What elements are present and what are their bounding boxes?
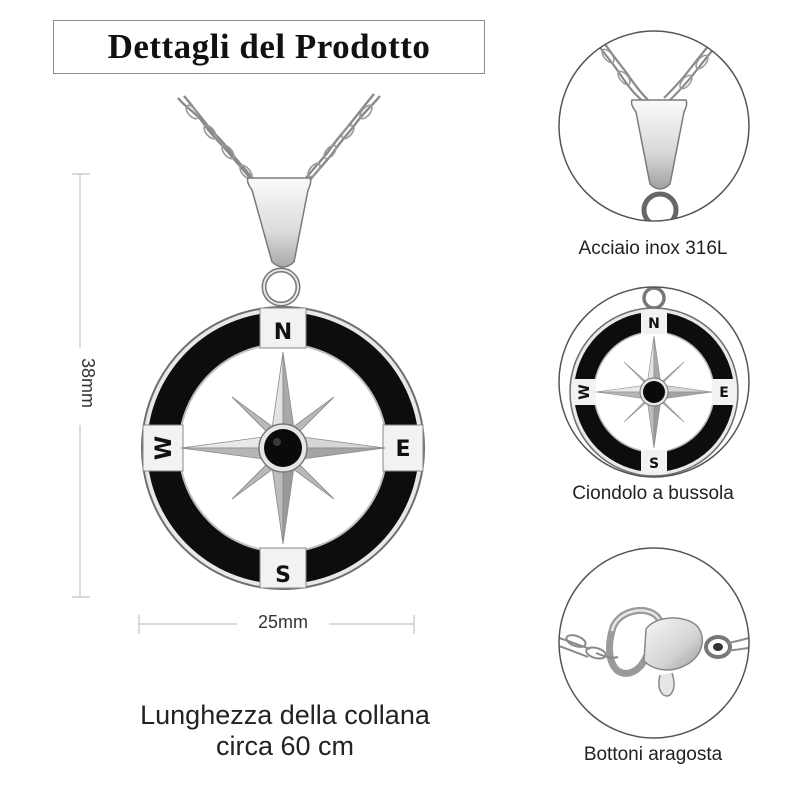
detail-clasp-image <box>558 547 750 739</box>
detail-label-clasp: Bottoni aragosta <box>583 744 723 765</box>
detail-label-material: Acciaio inox 316L <box>578 238 728 259</box>
svg-text:N: N <box>648 316 660 332</box>
height-dimension-label: 38mm <box>78 353 98 413</box>
compass-letter-w: W <box>152 436 177 460</box>
page-title: Dettagli del Prodotto <box>53 20 485 74</box>
detail-compass-image: N S E W <box>558 286 750 478</box>
detail-bail-image <box>558 30 750 222</box>
svg-text:W: W <box>577 384 593 399</box>
detail-label-pendant: Ciondolo a bussola <box>572 483 734 504</box>
length-line-1: Lunghezza della collana <box>140 700 430 730</box>
width-dimension-line <box>138 615 415 634</box>
compass-letter-n: N <box>274 320 292 345</box>
width-dimension-label: 25mm <box>237 610 329 634</box>
bail <box>246 177 312 268</box>
compass-letter-e: E <box>395 437 410 462</box>
length-line-2: circa 60 cm <box>215 731 355 761</box>
compass-pendant <box>141 306 425 590</box>
svg-text:S: S <box>649 456 659 472</box>
compass-letter-s: S <box>275 563 291 588</box>
svg-text:E: E <box>719 385 729 401</box>
necklace-length-text: Lunghezza della collana circa 60 cm <box>40 700 530 762</box>
height-dimension-line <box>72 173 90 598</box>
